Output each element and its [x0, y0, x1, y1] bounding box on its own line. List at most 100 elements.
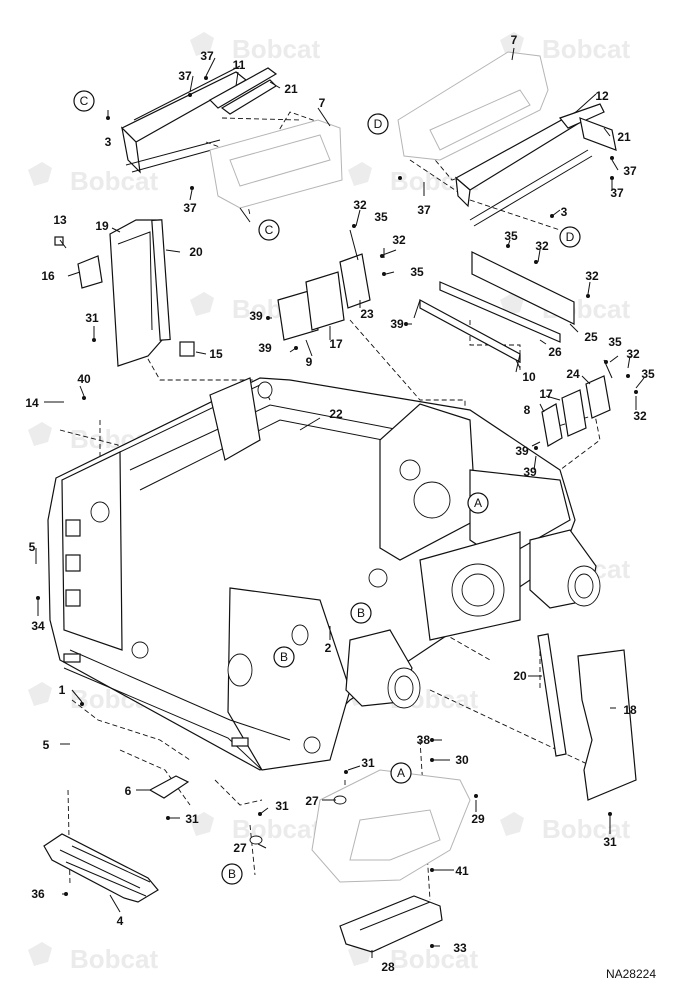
callout-35: 35	[374, 210, 388, 224]
reference-code: NA28224	[606, 967, 656, 981]
callout-21: 21	[284, 82, 298, 96]
callout-33: 33	[453, 941, 467, 955]
callout-32: 32	[626, 347, 640, 361]
callout-37: 37	[610, 186, 624, 200]
callout-25: 25	[584, 330, 598, 344]
part-axle-tubes	[345, 529, 601, 709]
callout-32: 32	[535, 239, 549, 253]
part-plate-4	[43, 833, 159, 903]
callout-37: 37	[178, 69, 192, 83]
view-circle-B-frame-right: B	[350, 602, 372, 624]
watermark-bobcat-logo: Bobcat	[348, 942, 478, 974]
part-guard-assembly-left	[120, 65, 343, 209]
callout-39: 39	[523, 465, 537, 479]
callout-31: 31	[185, 812, 199, 826]
callout-14: 14	[25, 396, 39, 410]
callout-20: 20	[513, 669, 527, 683]
callout-11: 11	[233, 58, 246, 72]
view-circle-A-frame: A	[467, 492, 489, 514]
svg-text:C: C	[265, 223, 274, 237]
part-main-frame-22	[47, 377, 576, 771]
callout-3: 3	[561, 205, 568, 219]
part-side-panel-19	[54, 219, 195, 367]
leader-lines	[35, 47, 645, 958]
callout-7: 7	[319, 96, 326, 110]
view-circle-D-top: D	[367, 113, 389, 135]
svg-text:A: A	[474, 496, 482, 510]
callout-17: 17	[539, 387, 553, 401]
callout-34: 34	[31, 619, 45, 633]
view-circle-B-bottom: B	[221, 863, 243, 885]
callout-39: 39	[249, 309, 263, 323]
callout-24: 24	[566, 367, 580, 381]
part-plate-6	[148, 775, 190, 799]
callout-35: 35	[410, 265, 424, 279]
callout-31: 31	[275, 799, 289, 813]
view-circle-D-mid: D	[559, 226, 581, 248]
svg-text:B: B	[357, 606, 365, 620]
callout-26: 26	[548, 345, 562, 359]
callout-37: 37	[183, 201, 197, 215]
svg-text:Bobcat: Bobcat	[390, 944, 478, 974]
callout-37: 37	[200, 49, 214, 63]
callout-13: 13	[53, 213, 67, 227]
callout-21: 21	[617, 130, 631, 144]
watermark-bobcat-logo: Bobcat	[28, 162, 158, 196]
callout-32: 32	[633, 409, 647, 423]
watermark-bobcat-logo: Bobcat	[500, 32, 630, 64]
svg-text:B: B	[280, 650, 288, 664]
callout-12: 12	[595, 89, 609, 103]
part-side-strip-20-panel-18	[537, 633, 637, 801]
callout-38: 38	[417, 733, 431, 747]
svg-text:B: B	[228, 867, 236, 881]
callout-10: 10	[522, 370, 536, 384]
callout-6: 6	[125, 784, 132, 798]
callout-32: 32	[585, 269, 599, 283]
callout-2: 2	[325, 641, 332, 655]
callout-37: 37	[417, 203, 431, 217]
callout-40: 40	[77, 372, 91, 386]
callout-36: 36	[31, 887, 45, 901]
svg-text:A: A	[397, 766, 405, 780]
watermark-bobcat-logo: Bobcat	[500, 812, 630, 844]
callout-35: 35	[641, 367, 655, 381]
callout-5: 5	[29, 540, 36, 554]
callout-35: 35	[608, 335, 622, 349]
callout-9: 9	[306, 355, 313, 369]
callout-7: 7	[511, 33, 518, 47]
callout-18: 18	[623, 703, 637, 717]
svg-text:Bobcat: Bobcat	[70, 166, 158, 196]
callout-39: 39	[515, 444, 529, 458]
callout-39: 39	[258, 341, 272, 355]
callout-41: 41	[455, 864, 469, 878]
watermark-bobcat-logo: Bobcat	[190, 32, 320, 64]
callout-27: 27	[233, 841, 247, 855]
callout-31: 31	[85, 311, 99, 325]
svg-text:Bobcat: Bobcat	[232, 814, 320, 844]
part-cover-28	[339, 895, 443, 953]
callout-19: 19	[95, 219, 109, 233]
callout-27: 27	[305, 794, 319, 808]
callout-1: 1	[59, 683, 66, 697]
callout-23: 23	[360, 307, 374, 321]
callout-15: 15	[209, 347, 223, 361]
watermark-bobcat-logo: Bobcat	[28, 942, 158, 974]
svg-text:C: C	[80, 94, 89, 108]
callout-22: 22	[329, 407, 343, 421]
callout-3: 3	[105, 135, 112, 149]
svg-text:Bobcat: Bobcat	[232, 34, 320, 64]
part-brackets-8-17-24	[541, 359, 613, 447]
callout-31: 31	[361, 756, 375, 770]
callout-30: 30	[455, 753, 469, 767]
svg-text:Bobcat: Bobcat	[542, 34, 630, 64]
part-housing-ghost	[249, 769, 471, 883]
callout-28: 28	[381, 960, 395, 974]
view-circle-C-mid: C	[258, 219, 280, 241]
part-brackets-9-17-23	[277, 229, 397, 341]
callout-39: 39	[390, 317, 404, 331]
svg-text:Bobcat: Bobcat	[542, 814, 630, 844]
callout-16: 16	[41, 269, 55, 283]
view-circle-C-top: C	[73, 90, 95, 112]
svg-text:D: D	[566, 230, 575, 244]
